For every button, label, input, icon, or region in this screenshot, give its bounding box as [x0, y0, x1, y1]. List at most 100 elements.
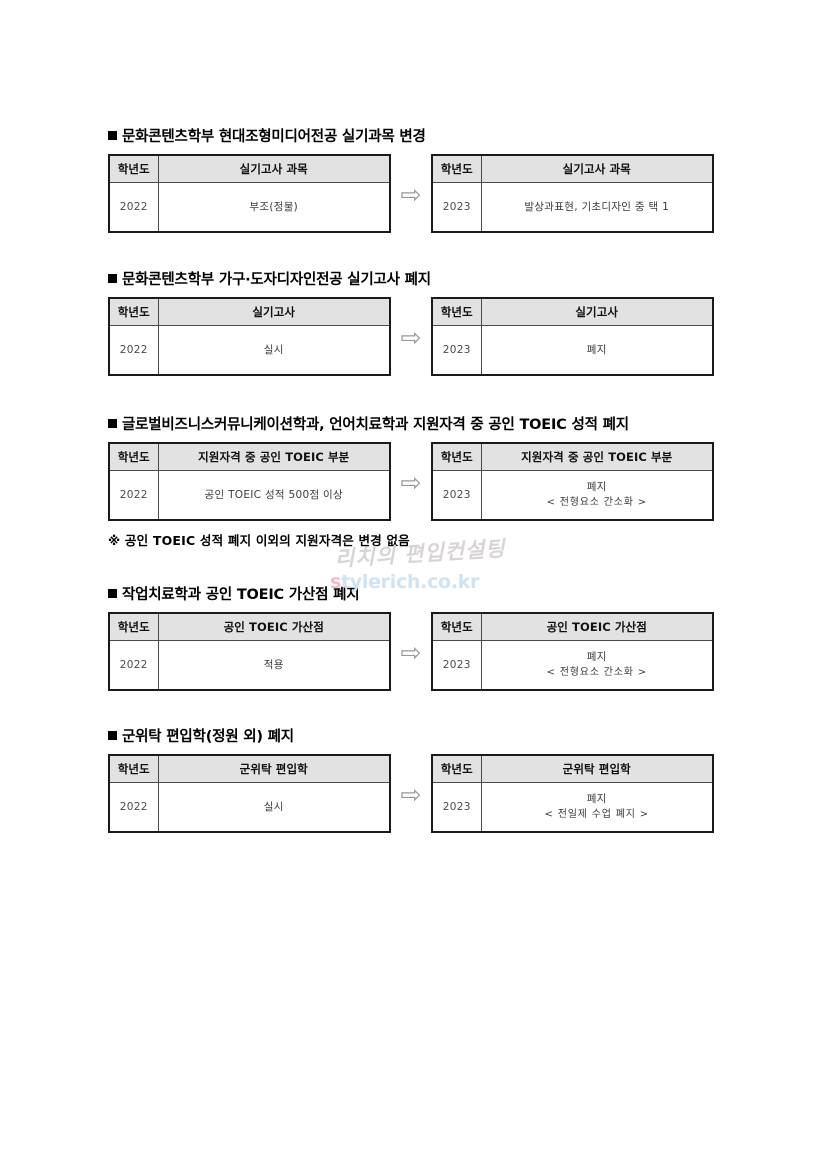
- cell-value: 폐지: [480, 325, 714, 376]
- right-arrow-icon: ⇨: [400, 638, 422, 667]
- section-3-comparison: 학년도 지원자격 중 공인 TOEIC 부분 2022 공인 TOEIC 성적 …: [108, 442, 714, 521]
- column-header-subject: 실기고사 과목: [157, 154, 391, 183]
- cell-value-main: 폐지: [586, 481, 607, 493]
- section-4-heading: 작업치료학과 공인 TOEIC 가산점 폐지: [108, 586, 712, 604]
- section-2-comparison: 학년도 실기고사 2022 실시 ⇨ 학년도 실기고사 2023: [108, 297, 714, 376]
- cell-value: 실시: [157, 782, 391, 833]
- cell-year: 2023: [431, 325, 482, 376]
- column-header-year: 학년도: [431, 754, 482, 783]
- column-header-year: 학년도: [108, 442, 159, 471]
- cell-year: 2022: [108, 182, 159, 233]
- section-5-comparison: 학년도 군위탁 편입학 2022 실시 ⇨ 학년도 군위탁 편입학: [108, 754, 714, 833]
- right-arrow-icon: ⇨: [400, 323, 422, 352]
- section-4-before-table: 학년도 공인 TOEIC 가산점 2022 적용: [108, 612, 391, 691]
- column-header-toeic: 지원자격 중 공인 TOEIC 부분: [157, 442, 391, 471]
- table-header-row: 학년도 지원자격 중 공인 TOEIC 부분: [431, 442, 714, 471]
- section-2-before-table: 학년도 실기고사 2022 실시: [108, 297, 391, 376]
- column-header-exam: 실기고사: [480, 297, 714, 326]
- section-2-after-table: 학년도 실기고사 2023 폐지: [431, 297, 714, 376]
- section-3-note: ※ 공인 TOEIC 성적 폐지 이외의 지원자격은 변경 없음: [108, 533, 410, 548]
- cell-year: 2022: [108, 782, 159, 833]
- cell-value-sub: < 전형요소 간소화 >: [546, 667, 647, 678]
- cell-value: 발상과표현, 기초디자인 중 택 1: [480, 182, 714, 233]
- square-bullet-icon: [108, 131, 117, 140]
- cell-value: 폐지 < 전형요소 간소화 >: [480, 470, 714, 521]
- cell-value-main: 폐지: [586, 343, 607, 356]
- cell-value-main: 공인 TOEIC 성적 500점 이상: [204, 488, 343, 501]
- column-header-transfer: 군위탁 편입학: [480, 754, 714, 783]
- square-bullet-icon: [108, 274, 117, 283]
- column-header-year: 학년도: [108, 754, 159, 783]
- table-row: 2023 폐지 < 전형요소 간소화 >: [431, 640, 714, 691]
- column-header-year: 학년도: [431, 297, 482, 326]
- section-4-after-table: 학년도 공인 TOEIC 가산점 2023 폐지 < 전형요소 간소화 >: [431, 612, 714, 691]
- cell-value-main: 실시: [263, 800, 284, 813]
- cell-year: 2022: [108, 325, 159, 376]
- cell-value: 부조(정물): [157, 182, 391, 233]
- section-3: 글로벌비즈니스커뮤니케이션학과, 언어치료학과 지원자격 중 공인 TOEIC …: [108, 416, 714, 521]
- section-1-before-table: 학년도 실기고사 과목 2022 부조(정물): [108, 154, 391, 233]
- column-header-year: 학년도: [108, 154, 159, 183]
- cell-value-main: 발상과표현, 기초디자인 중 택 1: [524, 200, 670, 213]
- cell-value: 공인 TOEIC 성적 500점 이상: [157, 470, 391, 521]
- cell-year: 2023: [431, 182, 482, 233]
- section-2: 문화콘텐츠학부 가구·도자디자인전공 실기고사 폐지 학년도 실기고사 2022…: [108, 271, 714, 376]
- table-row: 2023 폐지 < 전일제 수업 폐지 >: [431, 782, 714, 833]
- cell-value-main: 폐지: [586, 793, 607, 805]
- cell-year: 2023: [431, 640, 482, 691]
- cell-value-sub: < 전일제 수업 폐지 >: [544, 809, 649, 820]
- column-header-year: 학년도: [431, 154, 482, 183]
- section-3-heading: 글로벌비즈니스커뮤니케이션학과, 언어치료학과 지원자격 중 공인 TOEIC …: [108, 416, 712, 434]
- right-arrow-icon: ⇨: [400, 468, 422, 497]
- table-row: 2022 실시: [108, 782, 391, 833]
- table-row: 2023 폐지: [431, 325, 714, 376]
- section-1: 문화콘텐츠학부 현대조형미디어전공 실기과목 변경 학년도 실기고사 과목 20…: [108, 128, 714, 233]
- section-4: 작업치료학과 공인 TOEIC 가산점 폐지 학년도 공인 TOEIC 가산점 …: [108, 586, 714, 691]
- column-header-year: 학년도: [108, 612, 159, 641]
- section-5-after-table: 학년도 군위탁 편입학 2023 폐지 < 전일제 수업 폐지 >: [431, 754, 714, 833]
- column-header-subject: 실기고사 과목: [480, 154, 714, 183]
- table-header-row: 학년도 실기고사 과목: [108, 154, 391, 183]
- section-3-before-table: 학년도 지원자격 중 공인 TOEIC 부분 2022 공인 TOEIC 성적 …: [108, 442, 391, 521]
- table-header-row: 학년도 공인 TOEIC 가산점: [108, 612, 391, 641]
- square-bullet-icon: [108, 419, 117, 428]
- cell-value-main: 부조(정물): [249, 200, 299, 213]
- section-1-comparison: 학년도 실기고사 과목 2022 부조(정물) ⇨ 학년도 실기고사 과목: [108, 154, 714, 233]
- column-header-bonus: 공인 TOEIC 가산점: [157, 612, 391, 641]
- table-row: 2022 적용: [108, 640, 391, 691]
- section-1-heading: 문화콘텐츠학부 현대조형미디어전공 실기과목 변경: [108, 128, 712, 146]
- table-row: 2023 폐지 < 전형요소 간소화 >: [431, 470, 714, 521]
- table-row: 2022 실시: [108, 325, 391, 376]
- column-header-transfer: 군위탁 편입학: [157, 754, 391, 783]
- column-header-year: 학년도: [431, 442, 482, 471]
- square-bullet-icon: [108, 589, 117, 598]
- cell-year: 2023: [431, 782, 482, 833]
- section-5-heading: 군위탁 편입학(정원 외) 폐지: [108, 728, 712, 746]
- column-header-year: 학년도: [431, 612, 482, 641]
- cell-value: 폐지 < 전일제 수업 폐지 >: [480, 782, 714, 833]
- section-1-after-table: 학년도 실기고사 과목 2023 발상과표현, 기초디자인 중 택 1: [431, 154, 714, 233]
- right-arrow-icon: ⇨: [400, 780, 422, 809]
- table-row: 2023 발상과표현, 기초디자인 중 택 1: [431, 182, 714, 233]
- column-header-toeic: 지원자격 중 공인 TOEIC 부분: [480, 442, 714, 471]
- table-header-row: 학년도 공인 TOEIC 가산점: [431, 612, 714, 641]
- section-5-before-table: 학년도 군위탁 편입학 2022 실시: [108, 754, 391, 833]
- square-bullet-icon: [108, 731, 117, 740]
- column-header-exam: 실기고사: [157, 297, 391, 326]
- cell-value-main: 적용: [263, 658, 284, 671]
- cell-year: 2023: [431, 470, 482, 521]
- cell-value: 실시: [157, 325, 391, 376]
- section-5: 군위탁 편입학(정원 외) 폐지 학년도 군위탁 편입학 2022 실시 ⇨: [108, 728, 714, 833]
- table-header-row: 학년도 실기고사: [431, 297, 714, 326]
- table-header-row: 학년도 군위탁 편입학: [431, 754, 714, 783]
- table-row: 2022 공인 TOEIC 성적 500점 이상: [108, 470, 391, 521]
- section-4-comparison: 학년도 공인 TOEIC 가산점 2022 적용 ⇨ 학년도 공인 TOEIC …: [108, 612, 714, 691]
- column-header-bonus: 공인 TOEIC 가산점: [480, 612, 714, 641]
- cell-year: 2022: [108, 640, 159, 691]
- table-header-row: 학년도 군위탁 편입학: [108, 754, 391, 783]
- cell-value-sub: < 전형요소 간소화 >: [546, 497, 647, 508]
- cell-value-main: 폐지: [586, 651, 607, 663]
- cell-value-main: 실시: [263, 343, 284, 356]
- column-header-year: 학년도: [108, 297, 159, 326]
